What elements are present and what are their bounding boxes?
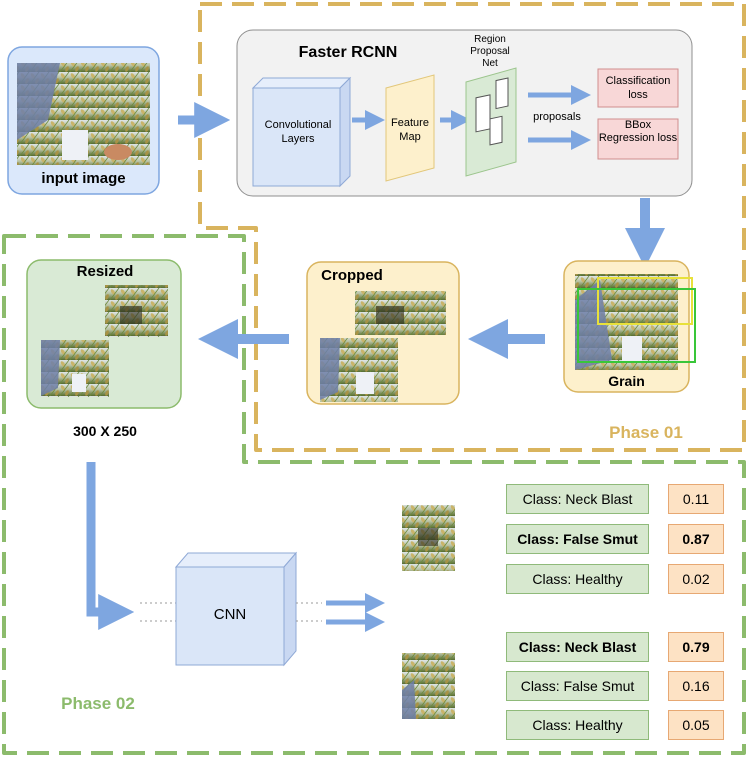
resized-size-label: 300 X 250 bbox=[73, 423, 137, 439]
phase1-border bbox=[198, 2, 746, 452]
cropped-label: Cropped bbox=[321, 267, 383, 284]
resized-photo-1 bbox=[105, 285, 168, 337]
bbox-loss-label: BBox Regression loss bbox=[598, 119, 678, 144]
cropped-photo-1 bbox=[355, 291, 446, 335]
result-score-cell: 0.05 bbox=[668, 710, 724, 740]
output-photo-2 bbox=[402, 653, 455, 719]
resized-photo-2 bbox=[41, 340, 109, 397]
result-class-cell: Class: Neck Blast bbox=[506, 484, 649, 514]
grain-label: Grain bbox=[608, 373, 645, 389]
faster-rcnn-title: Faster RCNN bbox=[298, 44, 398, 61]
result-score-cell: 0.02 bbox=[668, 564, 724, 594]
grain-photo bbox=[575, 274, 696, 370]
resized-label: Resized bbox=[76, 263, 134, 280]
result-score-cell: 0.11 bbox=[668, 484, 724, 514]
bbox-loss-box bbox=[597, 118, 679, 160]
result-class-cell: Class: False Smut bbox=[506, 671, 649, 701]
proposals-label: proposals bbox=[533, 111, 581, 123]
result-class-cell: Class: Healthy bbox=[506, 564, 649, 594]
phase1-label: Phase 01 bbox=[609, 423, 683, 442]
output-photo-1 bbox=[402, 505, 455, 571]
result-score-cell: 0.87 bbox=[668, 524, 724, 554]
result-score-cell: 0.79 bbox=[668, 632, 724, 662]
result-class-cell: Class: False Smut bbox=[506, 524, 649, 554]
classification-loss-box bbox=[597, 68, 679, 108]
result-class-cell: Class: Neck Blast bbox=[506, 632, 649, 662]
cropped-photo-2 bbox=[320, 338, 398, 402]
conv-layers-block bbox=[251, 76, 352, 188]
resized-to-cnn-arrow bbox=[86, 462, 135, 630]
input-image-label: input image bbox=[41, 170, 126, 187]
conv-layers-label: Convolutional Layers bbox=[264, 119, 332, 145]
rpn-block bbox=[465, 67, 517, 177]
feature-map-block bbox=[385, 74, 435, 182]
cnn-label: CNN bbox=[213, 606, 247, 623]
result-score-cell: 0.16 bbox=[668, 671, 724, 701]
input-photo bbox=[17, 63, 150, 165]
phase2-border bbox=[2, 234, 746, 755]
rpn-label: Region Proposal Net bbox=[470, 34, 510, 69]
feature-map-label: Feature Map bbox=[391, 117, 429, 143]
phase2-label: Phase 02 bbox=[61, 694, 135, 713]
result-class-cell: Class: Healthy bbox=[506, 710, 649, 740]
cnn-block bbox=[140, 551, 322, 667]
classification-loss-label: Classification loss bbox=[605, 75, 671, 101]
